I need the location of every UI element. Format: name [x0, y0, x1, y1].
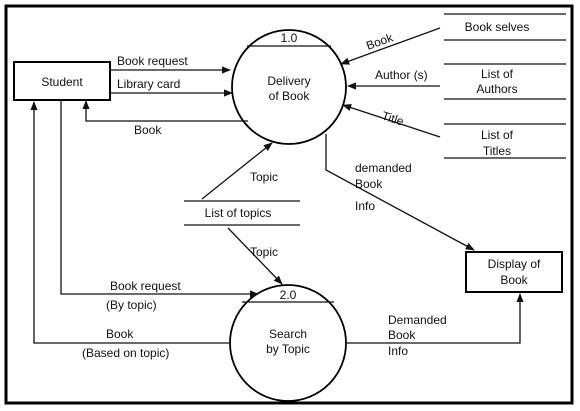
data-store-list-of-topics: List of topics [184, 200, 300, 226]
data-store-book-selves: Book selves [444, 13, 566, 41]
process-delivery-number: 1.0 [281, 31, 298, 45]
book-selves-label: Book selves [465, 20, 530, 34]
flow-library-card-label: Library card [117, 77, 180, 91]
flow-demanded-book-info-2-label-3: Info [388, 344, 408, 358]
list-of-authors-label-2: Authors [476, 82, 517, 96]
flow-book-request-topic-label-2: (By topic) [106, 298, 157, 312]
display-of-book-label-2: Book [500, 273, 528, 287]
flow-demanded-book-info-1-label-1: demanded [355, 161, 412, 175]
flow-topic-up-label: Topic [250, 170, 278, 184]
flow-author-label: Author (s) [375, 68, 428, 82]
list-of-authors-label-1: List of [481, 67, 514, 81]
student-entity: Student [13, 61, 111, 101]
list-of-topics-label: List of topics [205, 206, 272, 220]
flow-book-request-topic-arrow [60, 101, 259, 298]
process-search-by-topic: 2.0 Search by Topic [229, 284, 347, 402]
flow-title-arrow [342, 104, 441, 138]
process-search-name-1: Search [269, 327, 307, 341]
list-of-titles-label-1: List of [481, 128, 514, 142]
flow-topic-down-arrow [227, 227, 283, 285]
flow-book-from-store-arrow [340, 27, 441, 65]
flow-book-request-label: Book request [117, 54, 188, 68]
display-of-book-entity: Display of Book [465, 251, 563, 293]
flow-book-to-student-arrow [82, 100, 248, 122]
process-search-name-2: by Topic [266, 342, 310, 356]
process-delivery-name-1: Delivery [267, 74, 310, 88]
list-of-titles-label-2: Titles [483, 144, 511, 158]
flow-book-based-on-topic-label-2: (Based on topic) [82, 346, 169, 360]
flow-demanded-book-info-1-label-3: Info [355, 199, 375, 213]
diagram-frame [4, 4, 574, 405]
display-of-book-label-1: Display of [488, 257, 541, 271]
process-delivery-name-2: of Book [269, 89, 311, 103]
flow-topic-down-label: Topic [250, 245, 278, 259]
flow-demanded-book-info-1-arrow [325, 134, 475, 251]
flow-book-request-topic-label-1: Book request [110, 279, 181, 293]
flow-demanded-book-info-2-label-1: Demanded [388, 313, 447, 327]
flow-demanded-book-info-2-arrow [346, 293, 524, 344]
flow-book-based-on-topic-label-1: Book [106, 327, 134, 341]
flow-title-label: Title [380, 109, 406, 129]
flow-topic-up-arrow [201, 142, 273, 200]
flow-book-based-on-topic-arrow [30, 101, 230, 344]
data-store-list-of-titles: List of Titles [444, 123, 566, 159]
data-store-list-of-authors: List of Authors [444, 63, 566, 100]
flow-book-to-student-label: Book [134, 123, 162, 137]
flow-demanded-book-info-2-label-2: Book [388, 328, 416, 342]
process-search-number: 2.0 [280, 288, 297, 302]
flow-demanded-book-info-1-label-2: Book [355, 177, 383, 191]
process-delivery-of-book: 1.0 Delivery of Book [231, 29, 347, 145]
student-label: Student [41, 75, 83, 89]
